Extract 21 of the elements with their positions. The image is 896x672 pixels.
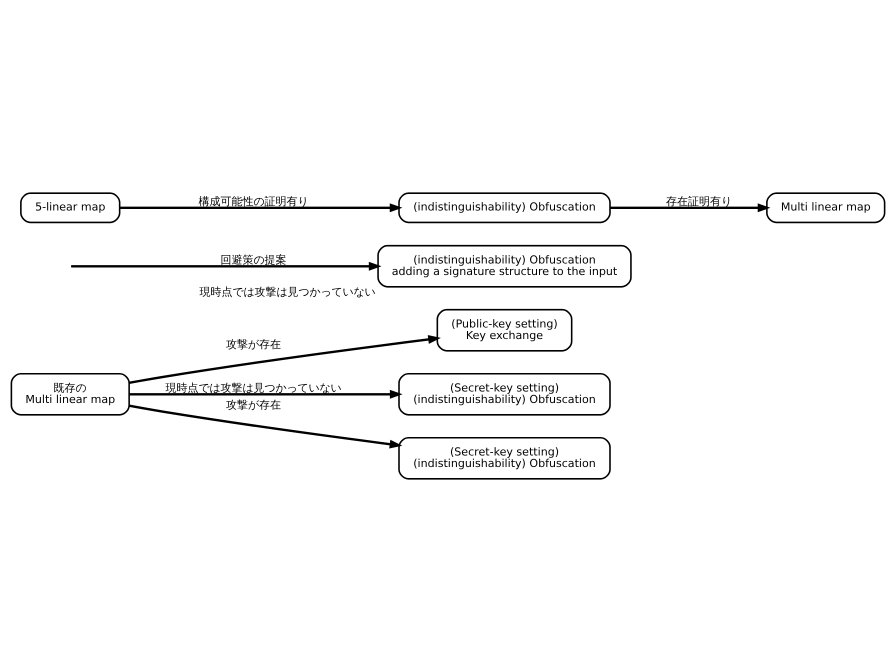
node-box: (Public-key setting) Key exchange [436,308,572,352]
edge-label: 攻撃が存在 [226,398,282,412]
arrow [120,203,402,212]
node-label: 現時点では攻撃は見つかっていない [200,286,376,299]
arrow [610,203,770,212]
arrow [71,262,382,271]
node-box: 5-linear map [20,192,120,224]
node-box: (indistinguishability) Obfuscation adding a signature structure to the input [377,244,632,288]
arrow [128,404,402,449]
edge-label: 存在証明有り [666,194,732,208]
edge-label: 現時点では攻撃は見つかっていない [166,381,342,394]
node-box: (Secret-key setting) (indistinguishability) Obfuscation [398,436,611,480]
node-box: (Secret-key setting) (indistinguishability) Obfuscation [398,372,611,416]
node-box: (indistinguishability) Obfuscation [398,192,611,224]
node-box: 既存の Multi linear map [10,372,130,416]
node-box: Multi linear map [766,192,886,224]
edge-label: 回避策の提案 [220,253,287,266]
arrow [128,335,441,384]
edge-label: 攻撃が存在 [226,338,282,351]
edge-label: 構成可能性の証明有り [198,194,309,208]
arrow [129,390,403,399]
